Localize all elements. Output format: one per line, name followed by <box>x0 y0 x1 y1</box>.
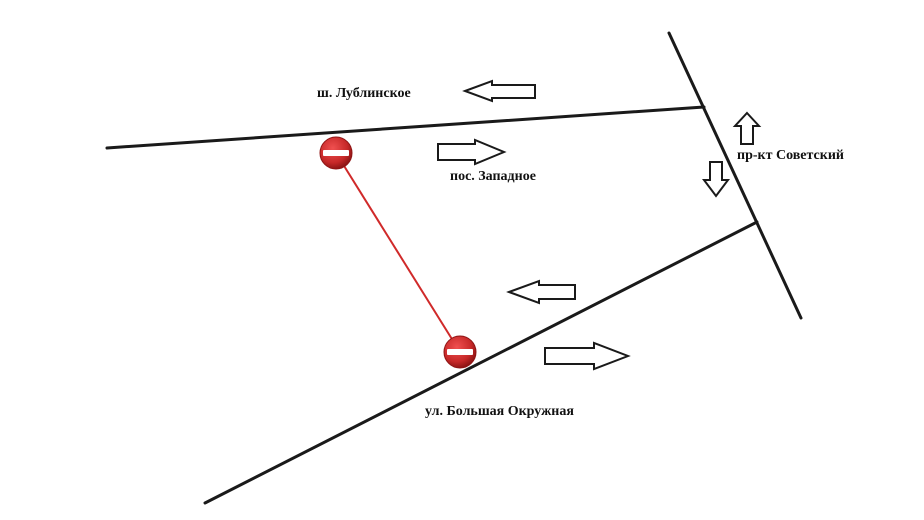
no-entry-sign-north-icon <box>319 136 353 170</box>
label-lublinskoe-highway: ш. Лублинское <box>317 86 411 101</box>
okruzhnaya-eastbound-arrow-icon <box>544 341 631 371</box>
label-zapadnoe-settlement: пос. Западное <box>450 169 536 184</box>
zapadnoe-eastbound-arrow-icon <box>437 138 507 166</box>
road-lublinskoe <box>105 105 706 150</box>
closed-road-segment <box>335 152 461 353</box>
sovetsky-southbound-arrow-icon <box>702 161 730 198</box>
no-entry-sign-south-icon <box>443 335 477 369</box>
label-sovetsky-avenue: пр-кт Советский <box>737 148 844 163</box>
lublinskoe-westbound-arrow-icon <box>462 79 536 103</box>
road-bolshaya-okruzhnaya <box>203 220 759 505</box>
okruzhnaya-westbound-arrow-icon <box>506 279 576 305</box>
road-sovetsky <box>667 31 803 320</box>
sovetsky-northbound-arrow-icon <box>732 111 762 145</box>
label-bolshaya-okruzhnaya-street: ул. Большая Окружная <box>425 404 574 419</box>
